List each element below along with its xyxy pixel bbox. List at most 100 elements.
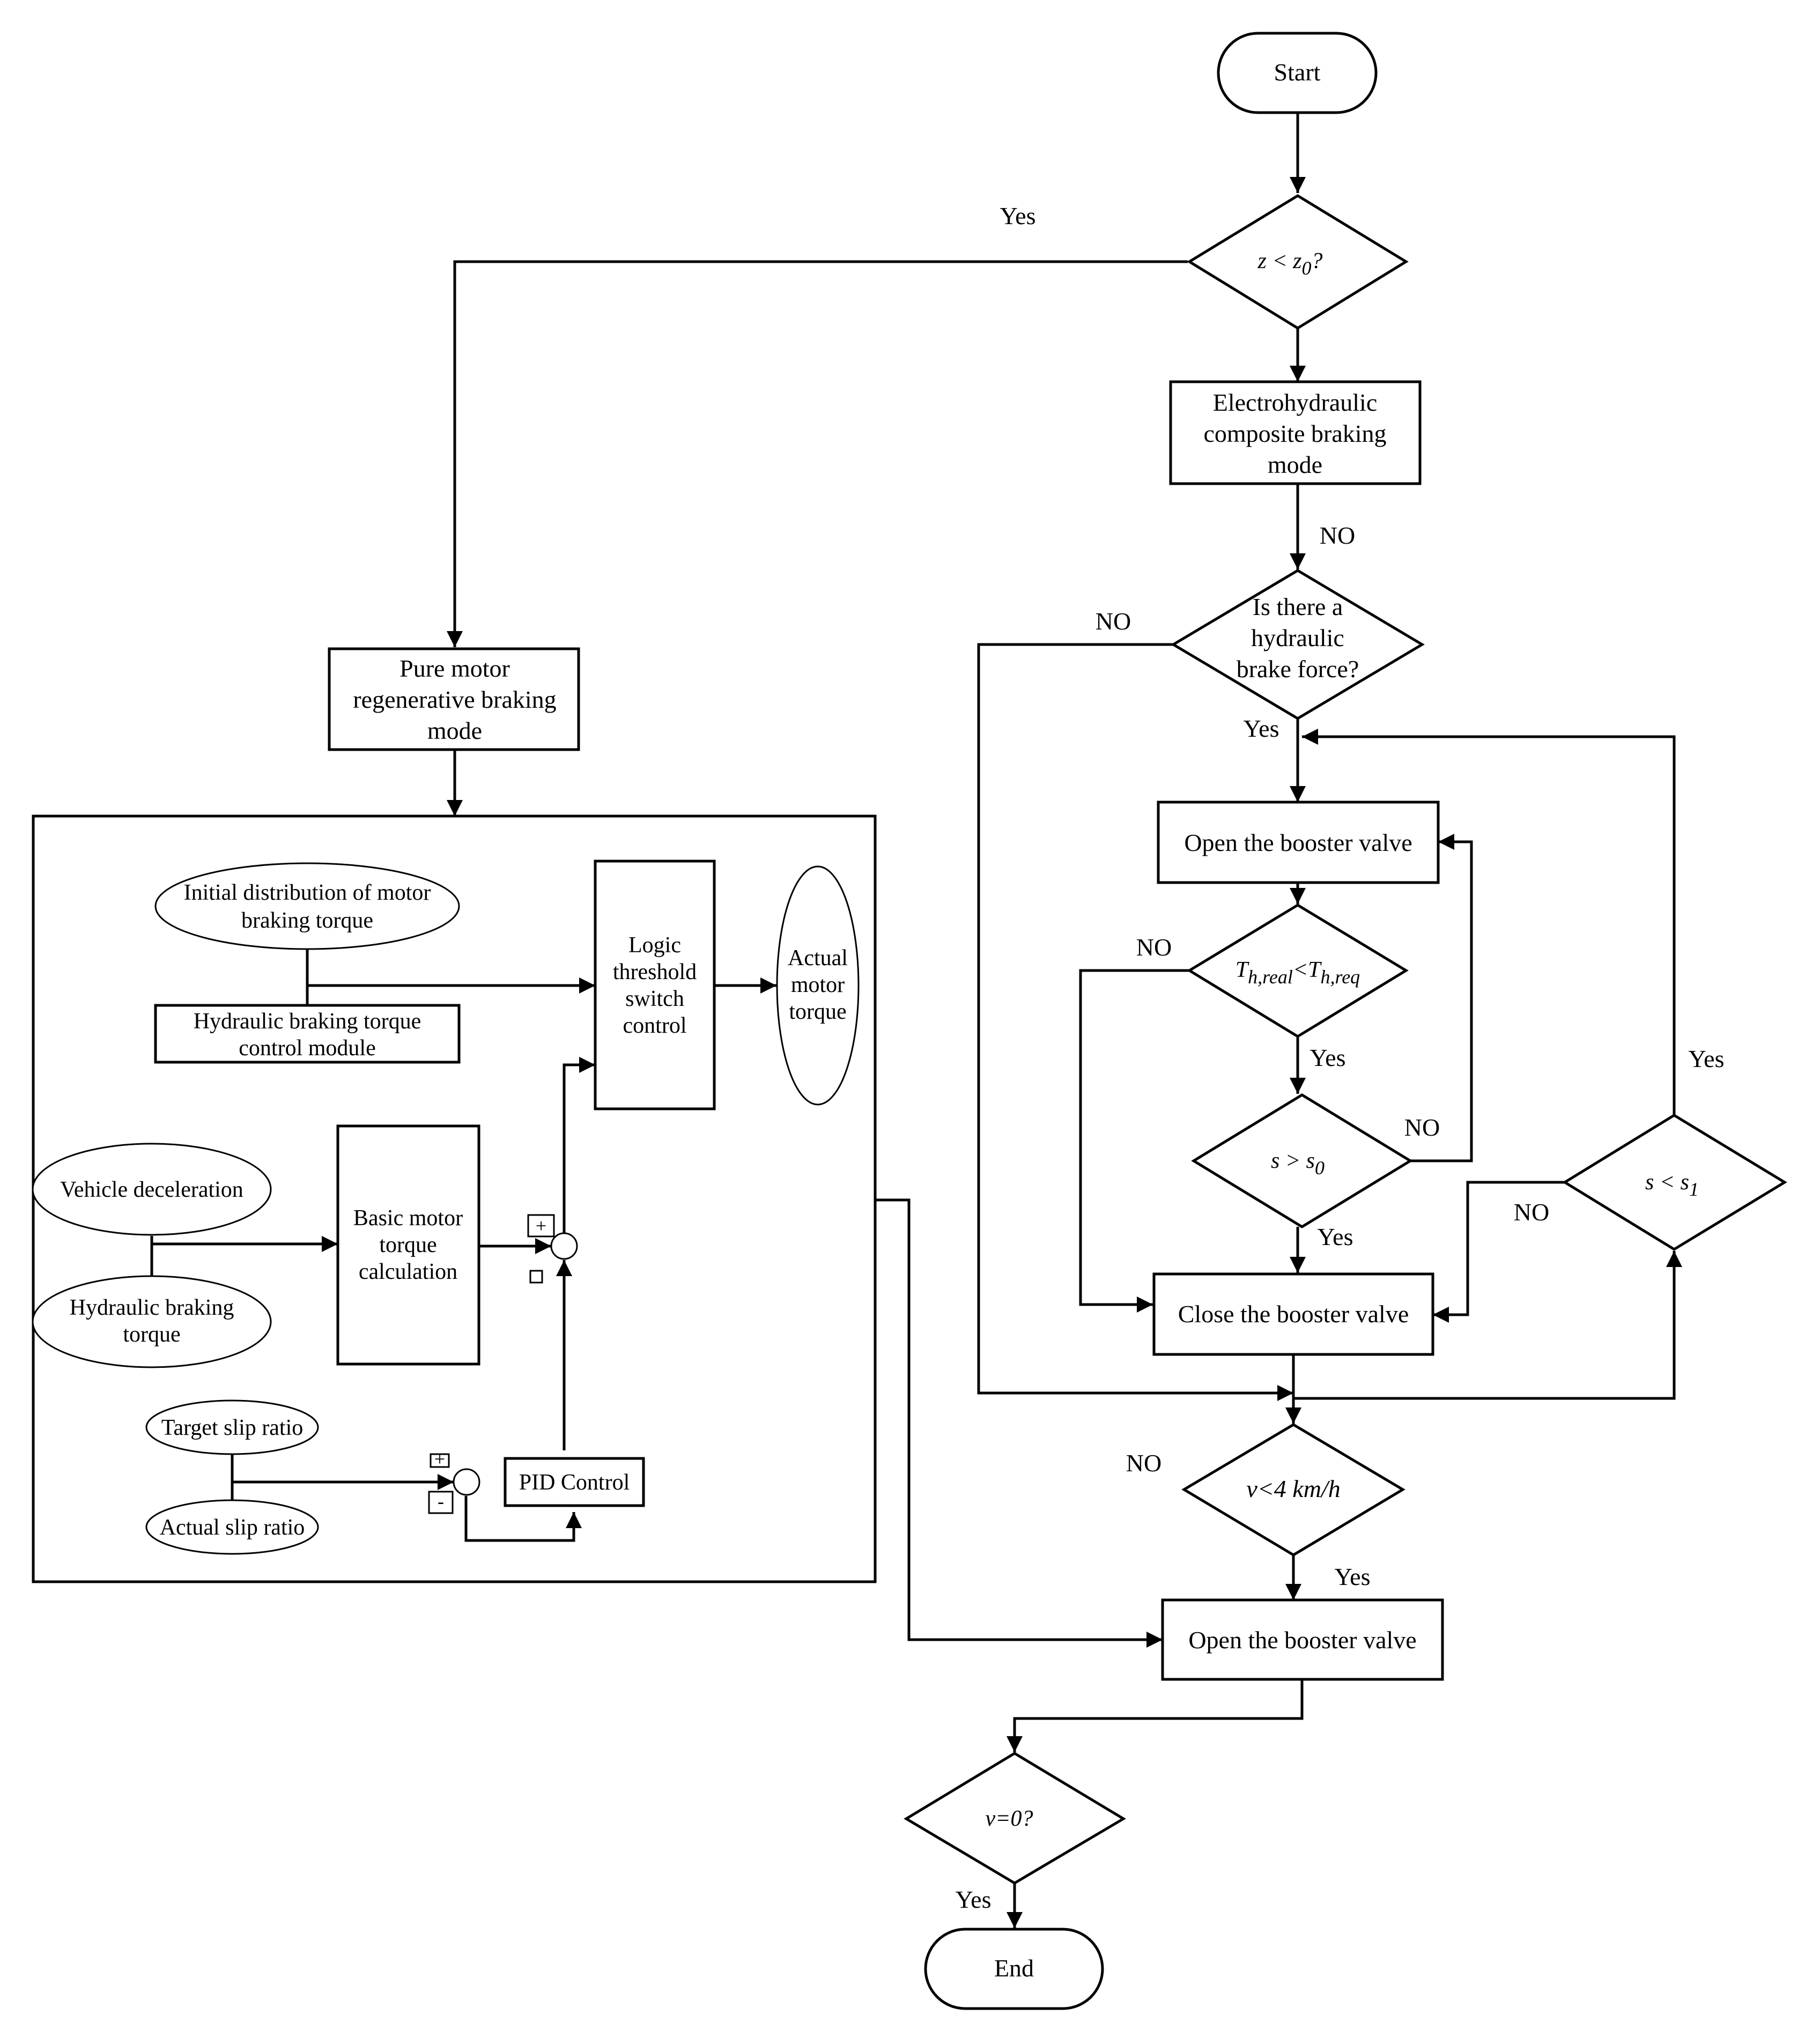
label-yes-top: Yes — [1000, 202, 1036, 229]
basic-motor-line-2: torque — [379, 1233, 436, 1257]
basic-motor-line-3: calculation — [359, 1260, 457, 1284]
logic-line-3: switch — [625, 987, 684, 1011]
decision-z-main: z < z — [1257, 249, 1301, 273]
actual-torque-line-1: Actual — [788, 946, 848, 970]
torque-t1: T — [1235, 958, 1249, 982]
ehc-line-2: composite braking — [1203, 420, 1386, 447]
pure-motor-mode-box: Pure motor regenerative braking mode — [328, 647, 580, 751]
arrow-open-valve-2-to-v0 — [1007, 1679, 1304, 1752]
torque-t2: T — [1308, 958, 1322, 982]
hydraulic-q-line-3: brake force? — [1237, 655, 1359, 683]
hydraulic-braking-torque-ellipse: Hydraulic braking torque — [32, 1275, 272, 1368]
hydraulic-torque-line-2: torque — [123, 1322, 180, 1347]
s1-sub: 1 — [1689, 1179, 1699, 1200]
arrow-s1-yes-loop — [1302, 729, 1676, 1115]
open-valve-1-label: Open the booster valve — [1184, 829, 1412, 856]
actual-slip-label: Actual slip ratio — [160, 1515, 305, 1540]
ehc-line-3: mode — [1268, 451, 1322, 478]
arrow-zcheck-yes-to-pure-motor — [447, 260, 1188, 647]
pure-motor-line-3: mode — [427, 717, 482, 744]
arrow-sum-to-logic — [563, 1057, 595, 1233]
label-no-torque: NO — [1136, 933, 1172, 961]
hydraulic-control-line-1: Hydraulic braking torque — [194, 1009, 421, 1034]
decision-slip-s0: s > s0 — [1191, 1093, 1413, 1228]
label-yes-hydraulic: Yes — [1244, 715, 1279, 742]
label-yes-torque: Yes — [1310, 1044, 1346, 1071]
v0-label: v=0? — [986, 1806, 1033, 1831]
decision-hydraulic-brake-force: Is there a hydraulic brake force? — [1171, 569, 1425, 720]
label-no-speed: NO — [1126, 1449, 1161, 1477]
basic-motor-line-1: Basic motor — [353, 1206, 463, 1231]
actual-slip-ellipse: Actual slip ratio — [145, 1499, 319, 1555]
hydraulic-q-line-1: Is there a — [1253, 593, 1343, 620]
start-terminal: Start — [1217, 32, 1378, 114]
close-valve-label: Close the booster valve — [1178, 1300, 1409, 1328]
open-valve-2-label: Open the booster valve — [1188, 1626, 1416, 1654]
label-yes-s0: Yes — [1318, 1223, 1353, 1250]
ehc-line-1: Electrohydraulic — [1213, 389, 1378, 416]
torque-t2-sub: h,req — [1321, 966, 1360, 988]
decision-torque-compare: Th,real<Th,req — [1187, 903, 1409, 1038]
arrow-s0-no-to-open-valve — [1410, 834, 1473, 1162]
arrow-merge-to-s1 — [1293, 1251, 1682, 1400]
decision-z-threshold: z < z0? — [1187, 194, 1409, 330]
label-no-s0: NO — [1404, 1114, 1440, 1141]
arrow-s1-no-to-close — [1433, 1181, 1565, 1323]
s0-main: s > s — [1271, 1149, 1315, 1173]
initial-distribution-ellipse: Initial distribution of motor braking to… — [154, 862, 460, 950]
torque-op: < — [1293, 958, 1308, 982]
svg-text:s < s1: s < s1 — [1645, 1170, 1699, 1200]
hydraulic-control-line-2: control module — [239, 1036, 375, 1061]
pid-label: PID Control — [519, 1470, 630, 1495]
close-booster-valve-box: Close the booster valve — [1152, 1272, 1434, 1356]
plus-sign-box-2 — [430, 1453, 450, 1468]
actual-motor-torque-ellipse: Actual motor torque — [776, 865, 860, 1106]
vehicle-decel-label: Vehicle deceleration — [60, 1177, 243, 1202]
target-slip-label: Target slip ratio — [161, 1416, 304, 1440]
vehicle-deceleration-ellipse: Vehicle deceleration — [32, 1143, 272, 1236]
decision-z-suffix: ? — [1312, 249, 1323, 273]
open-booster-valve-box-1: Open the booster valve — [1157, 801, 1440, 884]
logic-threshold-box: Logic threshold switch control — [594, 860, 716, 1110]
hydraulic-control-module-box: Hydraulic braking torque control module — [154, 1004, 461, 1064]
label-no-s1: NO — [1514, 1198, 1549, 1226]
svg-text:z < z0?: z < z0? — [1257, 249, 1322, 279]
decision-slip-s1: s < s1 — [1562, 1114, 1787, 1251]
end-label: End — [994, 1954, 1034, 1982]
target-slip-ellipse: Target slip ratio — [145, 1399, 319, 1455]
plus-sign-1: + — [536, 1215, 546, 1236]
label-no-hydraulic: NO — [1096, 607, 1131, 635]
pid-control-box: PID Control — [504, 1457, 645, 1507]
branch-labels: Yes NO NO Yes NO Yes NO Yes Yes NO NO Ye… — [956, 202, 1725, 1913]
label-yes-s1: Yes — [1689, 1045, 1725, 1072]
open-booster-valve-box-2: Open the booster valve — [1161, 1598, 1444, 1681]
plus-sign-box-1 — [527, 1214, 555, 1238]
logic-line-4: control — [623, 1013, 687, 1038]
summing-junction-2: + - — [428, 1448, 480, 1514]
summing-junction-1: + — [527, 1214, 578, 1284]
svg-text:Th,real<Th,req: Th,real<Th,req — [1235, 958, 1360, 988]
arrow-module-to-open-valve-2 — [875, 1198, 1163, 1648]
control-module-frame — [32, 814, 877, 1583]
logic-line-2: threshold — [613, 960, 697, 984]
end-terminal: End — [924, 1928, 1104, 2010]
decision-speed: v<4 km/h — [1181, 1423, 1405, 1557]
actual-torque-line-2: motor — [791, 973, 845, 997]
hydraulic-q-line-2: hydraulic — [1251, 624, 1344, 651]
minus-sign-box-1 — [529, 1270, 543, 1284]
actual-torque-line-3: torque — [789, 999, 846, 1024]
svg-text:s > s0: s > s0 — [1271, 1149, 1325, 1179]
arrow-sum2-to-pid — [464, 1496, 582, 1542]
ehc-braking-mode-box: Electrohydraulic composite braking mode — [1169, 380, 1422, 485]
initial-line-1: Initial distribution of motor — [184, 880, 431, 905]
hydraulic-torque-line-1: Hydraulic braking — [70, 1295, 234, 1320]
logic-line-1: Logic — [628, 933, 681, 958]
pure-motor-line-1: Pure motor — [399, 655, 510, 682]
speed-condition-label: v<4 km/h — [1246, 1475, 1340, 1502]
arrow-torque-no-to-close — [1079, 969, 1189, 1313]
label-yes-v0: Yes — [956, 1886, 992, 1913]
decision-z-sub: 0 — [1302, 257, 1312, 279]
decision-v-zero: v=0? — [904, 1752, 1126, 1885]
minus-sign-2: - — [438, 1491, 444, 1512]
